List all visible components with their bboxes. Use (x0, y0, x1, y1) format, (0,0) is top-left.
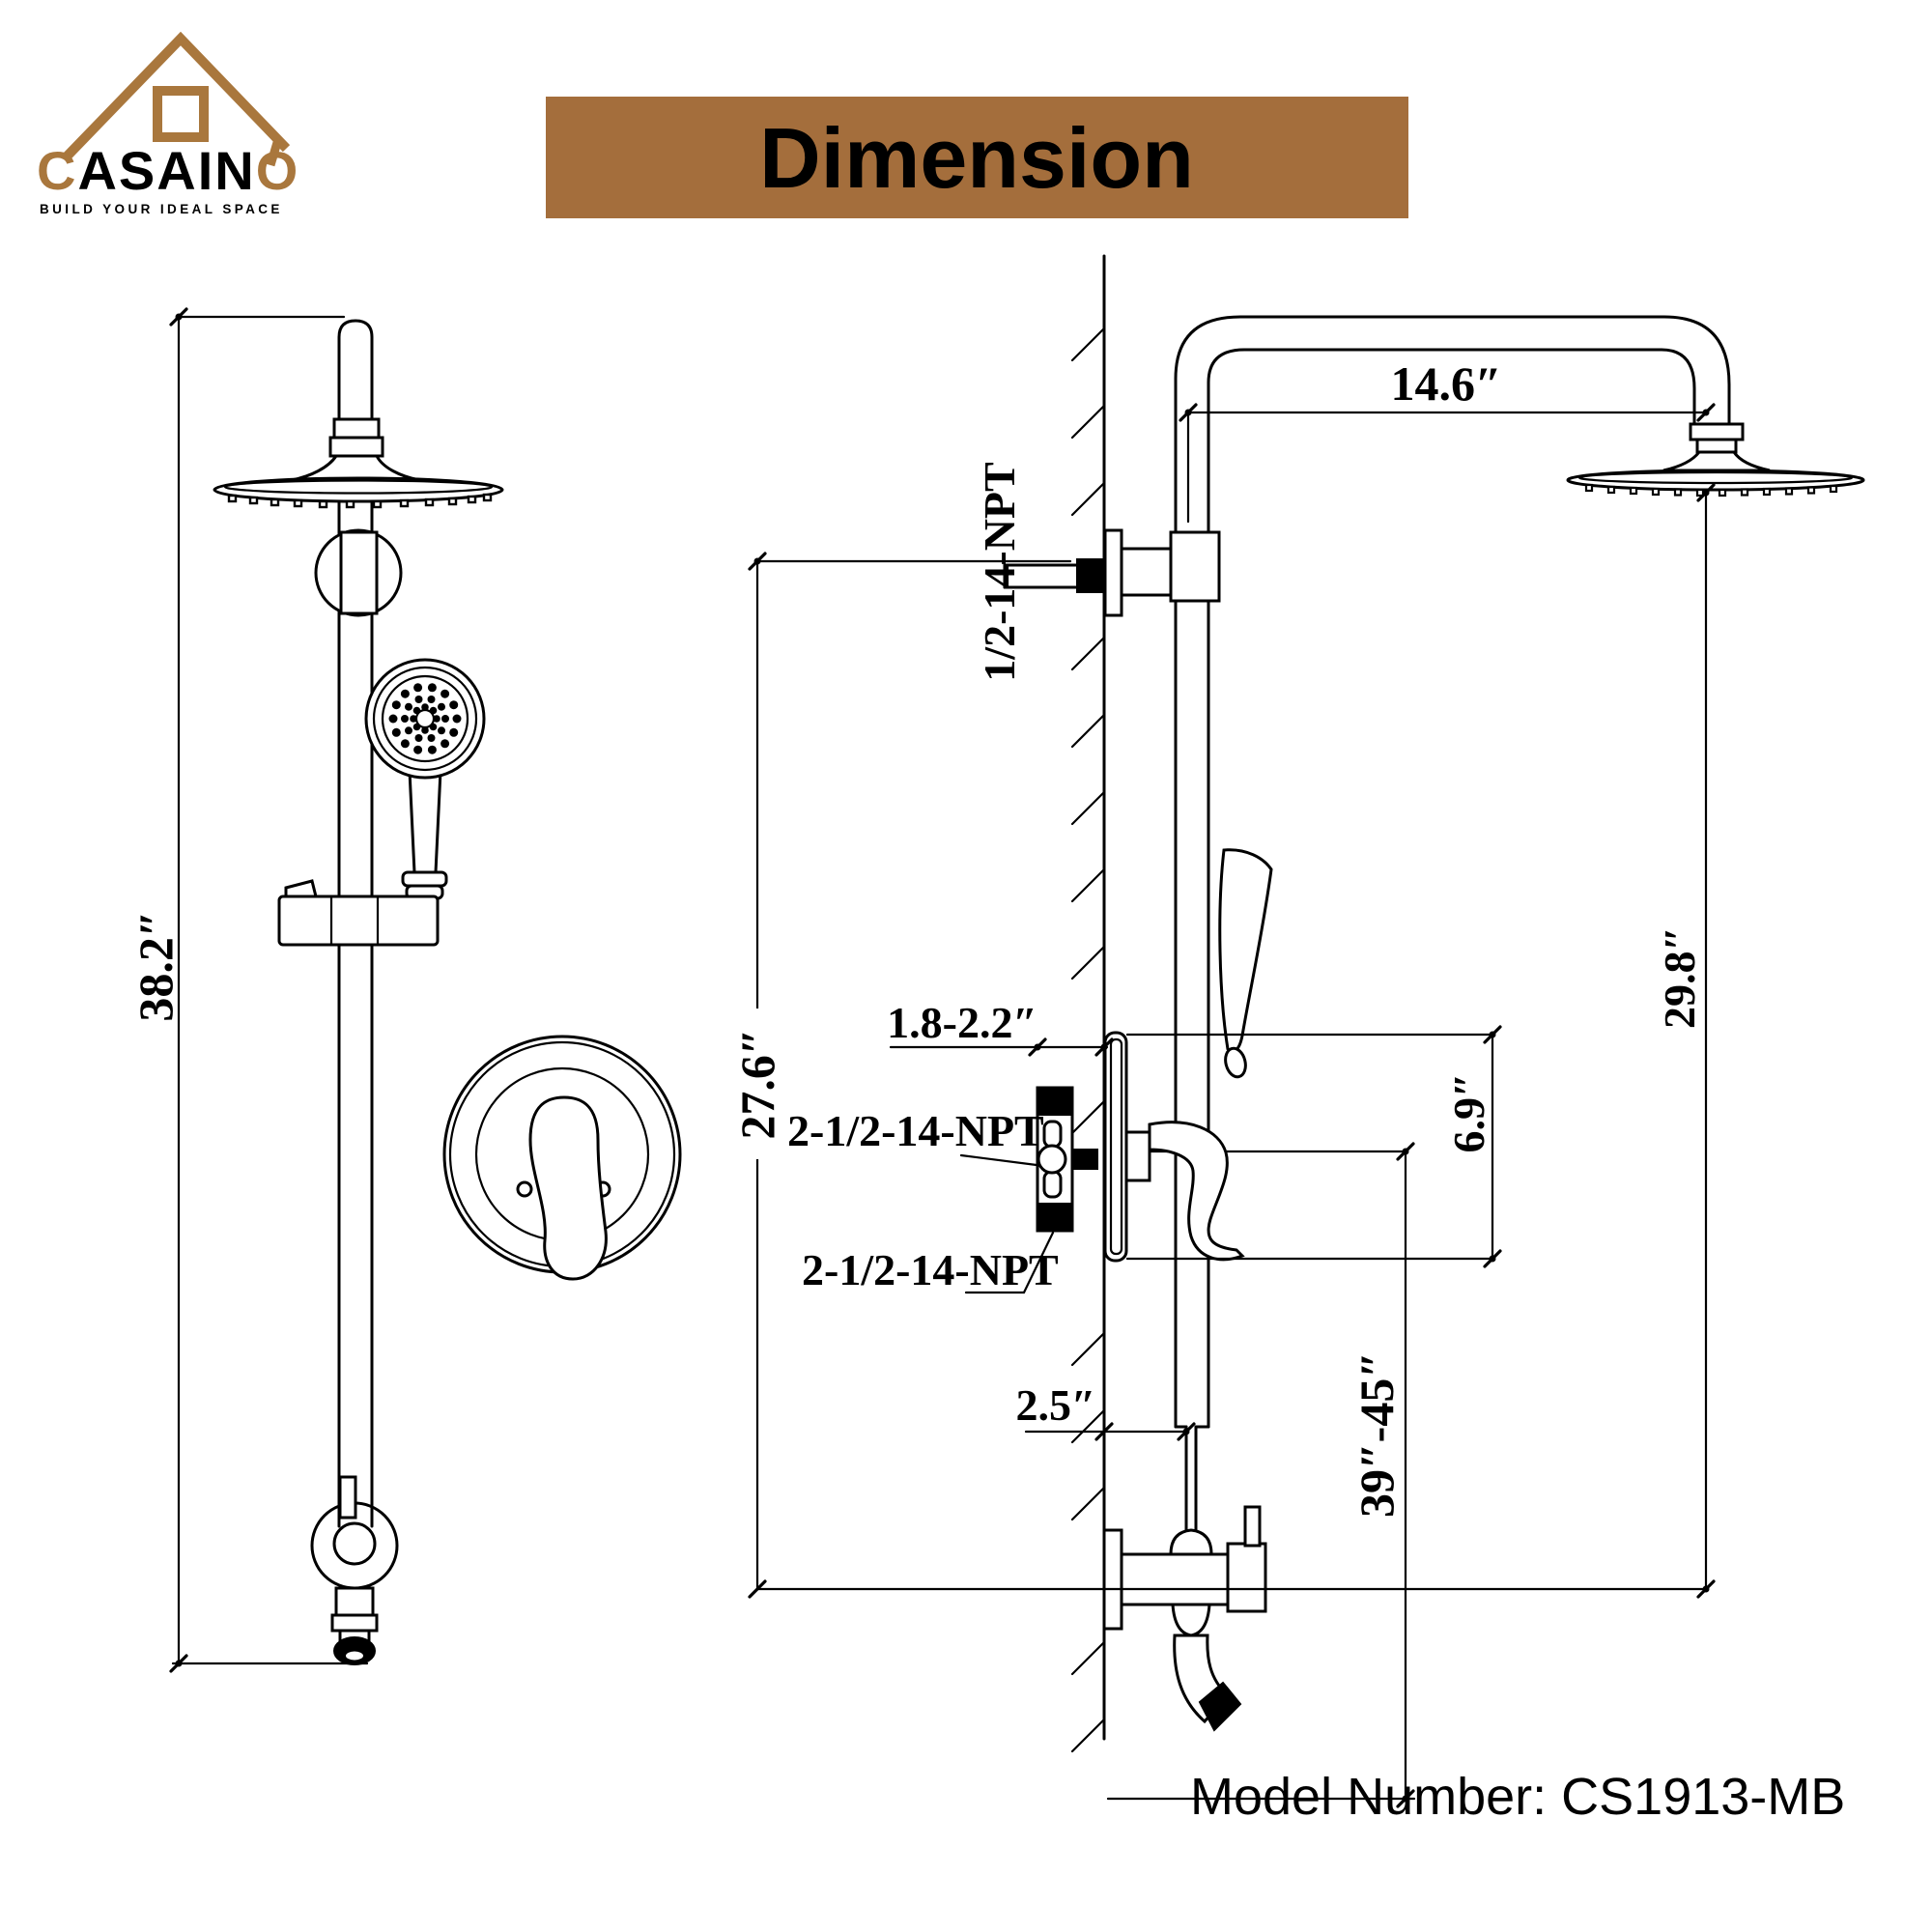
handle-ring (401, 870, 448, 888)
diverter-flange (1102, 1528, 1123, 1631)
hand-shower-side (1218, 848, 1273, 1054)
outlet-collar (334, 1586, 375, 1617)
outlet-ring (330, 1613, 379, 1633)
dim-arm-reach-label: 14.6″ (1390, 356, 1501, 411)
head-nut-side (1689, 422, 1745, 441)
head-connector-ring2 (328, 436, 384, 458)
valve-nut-bottom (1038, 1203, 1071, 1230)
head-nut-side2 (1695, 438, 1738, 454)
window-icon (153, 86, 209, 142)
wordmark-mid: ASAIN (77, 140, 255, 201)
rain-head-nozzles (227, 493, 493, 509)
trim-plate-side (1103, 1031, 1128, 1263)
roof-eave-icon (266, 137, 283, 167)
title-banner: Dimension (546, 97, 1408, 218)
rain-head-disc (213, 476, 504, 503)
dim-trim-height: 6.9″ (1125, 1025, 1502, 1268)
wordmark-o: O (256, 140, 300, 201)
head-cone-side (1662, 450, 1771, 472)
slider-sleeve (339, 530, 379, 615)
diverter-side (1102, 1505, 1267, 1732)
hose-outlet (333, 1636, 376, 1665)
riser-clamp (1169, 530, 1221, 603)
dim-wall-drop: 27.6″ (730, 552, 1072, 1591)
valve-stem (1037, 1144, 1067, 1175)
lever-hub-side (1124, 1130, 1151, 1182)
hand-shower-handle (408, 769, 442, 874)
valve-trim-front (442, 1035, 682, 1281)
brand-logo: CASAINO BUILD YOUR IDEAL SPACE (37, 31, 299, 216)
wall-hatching (1070, 327, 1106, 1753)
supply-flange (1103, 528, 1123, 617)
diverter-hub (332, 1521, 377, 1566)
model-number: Model Number: CS1913-MB (1190, 1768, 1845, 1826)
dim-npt-upper-label: 2-1/2-14-NPT (787, 1106, 1044, 1155)
dim-valve-depth-label: 1.8-2.2″ (887, 998, 1037, 1047)
rain-head-disc-side (1566, 469, 1865, 492)
valve-nut-top (1038, 1089, 1071, 1116)
dim-front-height-label: 38.2″ (128, 910, 183, 1021)
in-wall-valve (1036, 1086, 1098, 1233)
dim-front-height: 38.2″ (128, 307, 369, 1673)
riser-pipe (337, 319, 374, 1528)
dim-outlet-offset: 2.5″ (1016, 1380, 1196, 1441)
dim-npt-lower: 2-1/2-14-NPT (802, 1231, 1059, 1294)
dim-head-drop: 29.8″ (1655, 483, 1716, 1599)
dim-supply-npt: 1/2-14-NPT (975, 462, 1024, 681)
outlet-tip (1198, 1681, 1242, 1732)
valve-lever-front (528, 1095, 608, 1281)
dim-npt-lower-label: 2-1/2-14-NPT (802, 1245, 1059, 1294)
banner-background (546, 97, 1408, 218)
valve-lever-side (1148, 1121, 1245, 1262)
brand-tagline: BUILD YOUR IDEAL SPACE (40, 202, 283, 216)
diverter-lever-pin (1243, 1505, 1262, 1548)
gooseneck-inner (1207, 348, 1696, 1429)
diverter-right-cap (1226, 1542, 1267, 1613)
roof-icon (61, 31, 291, 162)
dim-outlet-offset-label: 2.5″ (1016, 1380, 1096, 1430)
dim-trim-height-label: 6.9″ (1444, 1073, 1493, 1153)
slide-bar-holder (277, 895, 440, 947)
dim-supply-npt-label: 1/2-14-NPT (975, 462, 1024, 681)
brand-wordmark: CASAINO (37, 140, 299, 201)
dim-head-drop-label: 29.8″ (1655, 926, 1704, 1029)
dim-valve-depth: 1.8-2.2″ (887, 998, 1114, 1057)
supply-nipple (1076, 558, 1105, 593)
dim-install-height: 39″-45″ (1106, 1142, 1416, 1808)
diverter-pin (338, 1475, 357, 1520)
dim-arm-reach: 14.6″ (1179, 356, 1716, 524)
gooseneck-outer (1174, 315, 1731, 1429)
supply-arm (1120, 547, 1173, 597)
wordmark-c: C (37, 140, 77, 201)
page-title: Dimension (759, 110, 1194, 206)
hand-shower-knob (1224, 1046, 1247, 1079)
hand-shower-face (364, 658, 486, 780)
rain-head-rim (223, 479, 494, 495)
valve-stem-coupling (1071, 1149, 1098, 1170)
dim-wall-drop-label: 27.6″ (730, 1028, 784, 1139)
front-view: 38.2″ (128, 307, 682, 1673)
diverter-body (1120, 1552, 1230, 1606)
head-connector-ring (332, 417, 381, 440)
dim-npt-upper: 2-1/2-14-NPT (787, 1106, 1044, 1167)
head-cone (291, 454, 420, 482)
side-view: 14.6″ 1/2-14-NPT 27.6″ 1.8-2.2″ 2-1 (730, 254, 1865, 1808)
wall-supply-connection (1003, 528, 1221, 617)
holder-tab (284, 879, 318, 898)
dim-install-height-label: 39″-45″ (1350, 1351, 1404, 1518)
hose-outlet-opening (346, 1651, 363, 1661)
diverter-dome-top (1169, 1528, 1213, 1556)
diverter-dome-bottom (1171, 1603, 1211, 1637)
